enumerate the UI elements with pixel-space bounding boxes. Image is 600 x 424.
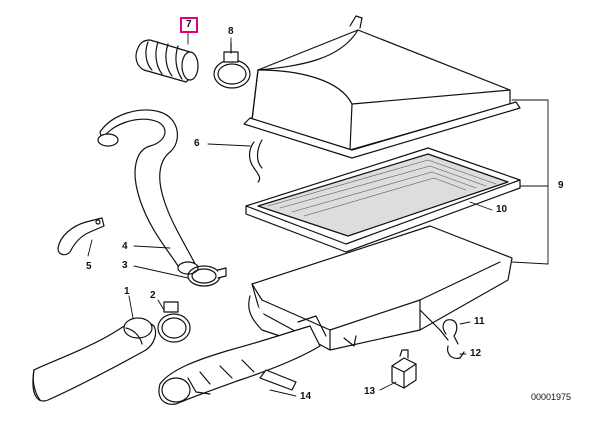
air-filter-lower-housing[interactable] [248, 225, 513, 351]
callout-13[interactable]: 13 [364, 386, 376, 397]
callout-1[interactable]: 1 [124, 286, 130, 297]
callout-10[interactable]: 10 [496, 204, 508, 215]
air-filter-cover[interactable] [243, 15, 521, 159]
document-number: 00001975 [531, 392, 572, 402]
retaining-clip-part-6[interactable] [248, 139, 263, 183]
bracket-part-5[interactable] [57, 217, 105, 256]
callout-6[interactable]: 6 [194, 138, 200, 149]
clip-part-12[interactable] [447, 345, 465, 359]
callout-12[interactable]: 12 [470, 348, 482, 359]
hose-clamp-part-8[interactable] [213, 42, 251, 89]
callout-14[interactable]: 14 [300, 391, 312, 402]
callout-7-highlighted[interactable]: 7 [180, 17, 198, 33]
callout-2[interactable]: 2 [150, 290, 156, 301]
intake-snorkel-part-1[interactable] [32, 317, 157, 402]
intake-duct-part-14[interactable] [158, 315, 327, 405]
filter-element-part-10[interactable] [245, 147, 521, 253]
callout-4[interactable]: 4 [122, 241, 128, 252]
rubber-mount-part-13[interactable] [391, 349, 417, 389]
leader-lines [87, 29, 549, 397]
clip-part-11[interactable] [442, 319, 459, 345]
hose-clamp-part-2[interactable] [157, 301, 191, 343]
intake-hose-part-4[interactable] [97, 109, 199, 275]
bellows-boot-part-7[interactable] [135, 39, 199, 83]
callout-11[interactable]: 11 [474, 316, 485, 327]
callout-9[interactable]: 9 [558, 180, 564, 191]
callout-5[interactable]: 5 [86, 261, 92, 272]
callout-3[interactable]: 3 [122, 260, 128, 271]
hose-clamp-part-3[interactable] [187, 265, 227, 287]
callout-8[interactable]: 8 [228, 26, 234, 37]
